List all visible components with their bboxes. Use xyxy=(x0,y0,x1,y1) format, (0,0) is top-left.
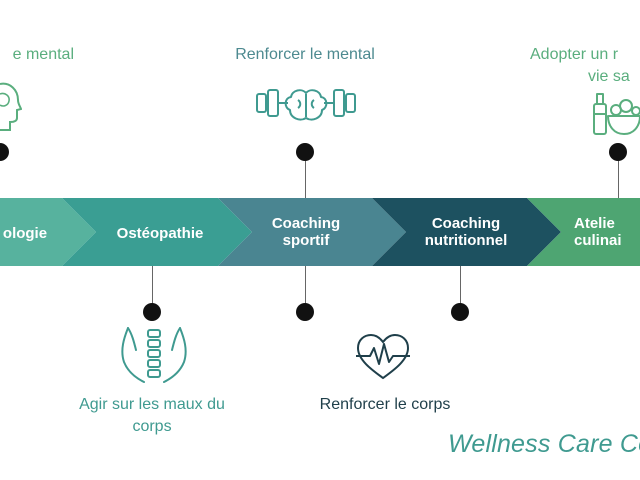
step-5-label: Atelie culinai xyxy=(574,215,640,249)
annotation-top-5-line1: Adopter un r xyxy=(530,46,619,63)
chevron-step-4 xyxy=(372,198,561,266)
connector-bottom-4 xyxy=(460,266,461,312)
step-4-label-line2: nutritionnel xyxy=(424,232,508,249)
timeline-dot-top-1 xyxy=(0,143,9,161)
healthy-food-icon xyxy=(593,93,640,135)
annotation-top-5-line2: vie sa xyxy=(588,68,630,85)
connector-top-3 xyxy=(305,152,306,198)
step-1-label: ologie xyxy=(2,225,48,242)
brain-dumbbell-icon xyxy=(256,89,356,121)
chevron-step-5 xyxy=(527,198,640,266)
step-4-label-line1: Coaching xyxy=(431,215,501,232)
chevron-step-3 xyxy=(218,198,406,266)
step-4-label: Coaching nutritionnel xyxy=(396,215,536,249)
chevron-step-2 xyxy=(62,198,252,266)
annotation-top-5: Adopter un r vie sa xyxy=(530,44,640,88)
spine-hands-icon xyxy=(121,327,187,383)
annotation-bottom-2-line1: Agir sur les maux du xyxy=(79,396,225,413)
brand-wordmark: Wellness Care Co xyxy=(448,430,640,458)
connector-bottom-3 xyxy=(305,266,306,312)
timeline-dot-bottom-4 xyxy=(451,303,469,321)
chevron-step-1 xyxy=(0,198,96,266)
timeline-dot-top-5 xyxy=(609,143,627,161)
step-5-label-line2: culinai xyxy=(574,232,622,249)
step-3-label: Coaching sportif xyxy=(243,215,369,249)
step-2-label: Ostéopathie xyxy=(116,225,204,242)
timeline-dot-bottom-2 xyxy=(143,303,161,321)
connector-bottom-2 xyxy=(152,266,153,312)
step-5-label-line1: Atelie xyxy=(574,215,615,232)
annotation-top-3: Renforcer le mental xyxy=(235,46,375,63)
annotation-top-1: e mental xyxy=(12,46,74,63)
annotation-bottom-2-line2: corps xyxy=(132,418,172,435)
head-profile-icon xyxy=(0,82,22,131)
step-3-label-line2: sportif xyxy=(282,232,330,249)
timeline-dot-top-3 xyxy=(296,143,314,161)
step-3-label-line1: Coaching xyxy=(271,215,341,232)
heart-pulse-icon xyxy=(356,333,410,380)
annotation-bottom-2: Agir sur les maux du corps xyxy=(52,394,252,438)
annotation-bottom-4: Renforcer le corps xyxy=(319,396,451,413)
connector-top-5 xyxy=(618,152,619,198)
timeline-dot-bottom-3 xyxy=(296,303,314,321)
